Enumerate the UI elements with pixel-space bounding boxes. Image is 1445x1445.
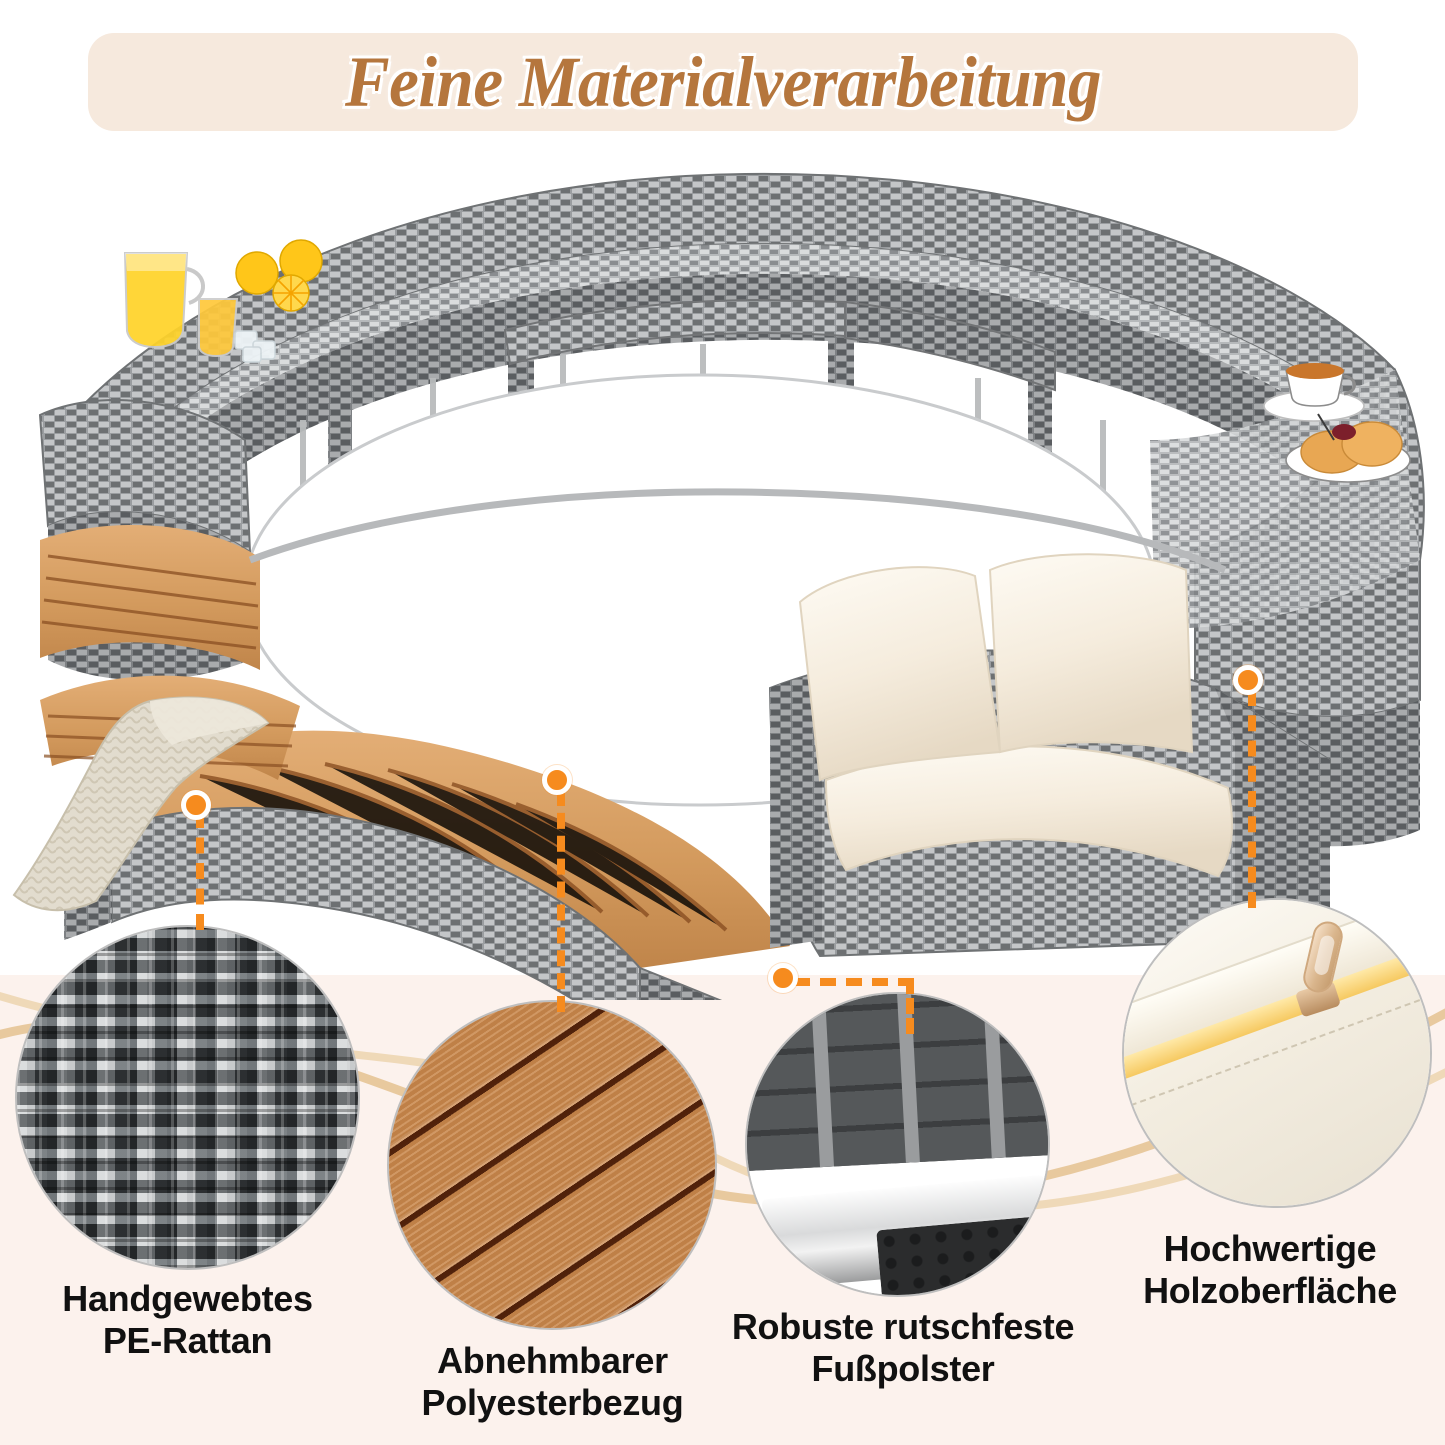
feature-label-line1: Abnehmbarer [437,1340,668,1381]
marker-foot-dot[interactable] [768,963,798,993]
feature-circle-woven-rattan [15,925,360,1270]
foot-weave [747,994,1048,1172]
feature-label-non-slip-foot: Robuste rutschfeste Fußpolster [718,1306,1088,1390]
title-banner: Feine Materialverarbeitung [88,33,1358,131]
feature-label-polyester-cover: Abnehmbarer Polyesterbezug [375,1340,730,1424]
wood-planks-icon [389,1002,715,1328]
marker-cushion-dot[interactable] [1233,665,1263,695]
coffee-pastry-prop-group [1263,363,1411,483]
feature-circle-non-slip-foot [745,992,1050,1297]
leader-line-rattan [196,812,204,930]
woven-rattan-icon [17,927,358,1268]
leader-line-foot-h [794,978,914,986]
product-illustration [0,140,1445,1000]
zipper-cushion-icon [1124,900,1430,1206]
feature-label-woven-rattan: Handgewebtes PE-Rattan [10,1278,365,1362]
leader-line-cushion [1248,690,1256,908]
feature-label-line2: Fußpolster [811,1347,995,1389]
page-title: Feine Materialverarbeitung [344,41,1102,122]
knit-throw-prop [12,696,270,912]
leader-line-wood [557,790,565,1012]
feature-circle-zipper-cushion [1122,898,1432,1208]
juice-prop-group [123,239,323,363]
marker-rattan-dot[interactable] [181,790,211,820]
foot-non-slip-pad [876,1215,1048,1295]
feature-label-line2: PE-Rattan [102,1319,273,1361]
feature-circle-wood-surface [387,1000,717,1330]
leader-line-foot-v [906,978,914,1034]
non-slip-foot-icon [747,994,1048,1295]
marker-wood-dot[interactable] [542,765,572,795]
feature-label-wood-surface: Hochwertige Holzoberfläche [1095,1228,1445,1312]
feature-label-line2: Polyesterbezug [421,1381,684,1423]
feature-label-line1: Handgewebtes [62,1278,313,1319]
feature-label-line1: Robuste rutschfeste [731,1306,1075,1347]
feature-label-line1: Hochwertige [1163,1228,1377,1269]
feature-label-line2: Holzoberfläche [1143,1269,1397,1311]
